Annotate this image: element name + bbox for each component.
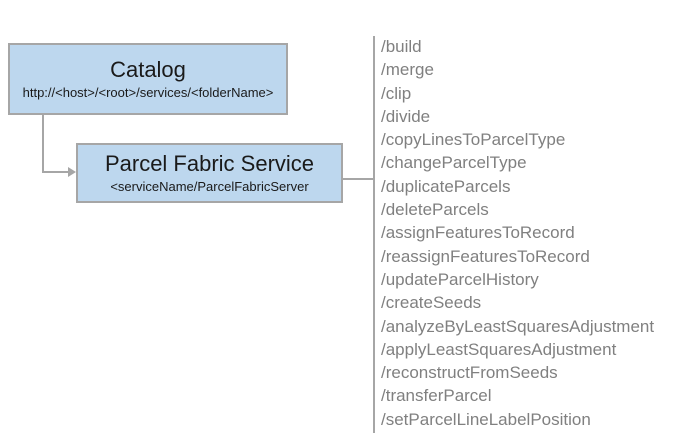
- endpoint-item: /analyzeByLeastSquaresAdjustment: [381, 316, 655, 336]
- endpoint-item: /assignFeaturesToRecord: [381, 223, 575, 243]
- endpoint-item: /applyLeastSquaresAdjustment: [381, 339, 617, 359]
- parcel-fabric-service-box: Parcel Fabric Service <serviceName/Parce…: [76, 143, 343, 203]
- connector-elbow-vertical: [42, 115, 44, 172]
- endpoint-item: /merge: [381, 60, 434, 80]
- catalog-url-pattern: http://<host>/<root>/services/<folderNam…: [22, 85, 274, 100]
- endpoint-item: /reassignFeaturesToRecord: [381, 246, 590, 266]
- endpoint-list: /build /merge /clip /divide /copyLinesTo…: [381, 35, 654, 431]
- endpoint-item: /clip: [381, 83, 412, 103]
- parcel-fabric-service-url-pattern: <serviceName/ParcelFabricServer: [110, 179, 309, 194]
- endpoints-divider-line: [373, 36, 375, 433]
- connector-elbow-horizontal: [42, 171, 69, 173]
- endpoint-item: /changeParcelType: [381, 153, 527, 173]
- endpoint-item: /build: [381, 37, 422, 56]
- catalog-title: Catalog: [110, 57, 186, 82]
- endpoint-item: /createSeeds: [381, 293, 482, 313]
- catalog-box: Catalog http://<host>/<root>/services/<f…: [8, 43, 288, 115]
- parcel-fabric-service-title: Parcel Fabric Service: [104, 151, 315, 176]
- endpoint-item: /updateParcelHistory: [381, 269, 539, 289]
- connector-arrow-icon: [68, 167, 76, 177]
- endpoint-item: /deleteParcels: [381, 200, 489, 220]
- endpoint-item: /divide: [381, 106, 431, 126]
- endpoint-item: /duplicateParcels: [381, 176, 511, 196]
- endpoint-item: /reconstructFromSeeds: [381, 363, 558, 383]
- endpoint-item: /setParcelLineLabelPosition: [381, 409, 591, 429]
- endpoint-item: /transferParcel: [381, 386, 492, 406]
- connector-service-to-list: [343, 178, 373, 180]
- endpoint-item: /copyLinesToParcelType: [381, 130, 566, 150]
